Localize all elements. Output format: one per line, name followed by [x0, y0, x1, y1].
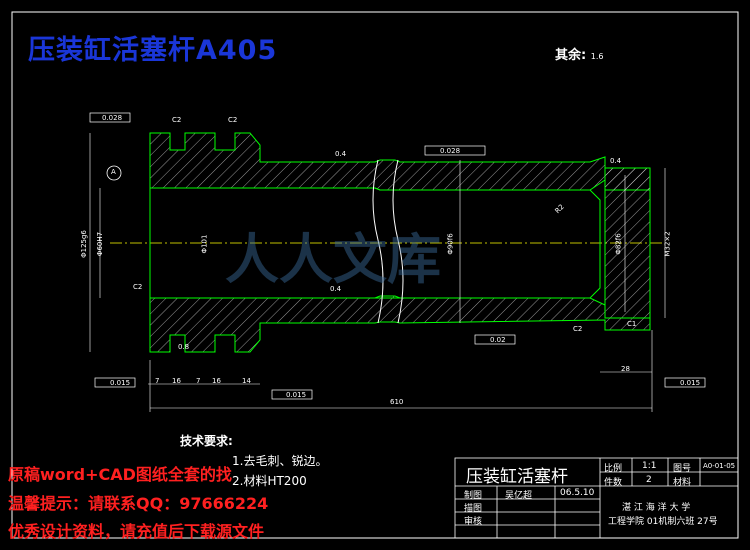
datum-a-symbol — [106, 165, 122, 181]
watermark-text: 人人文库 — [225, 228, 441, 291]
tb-part-name: 压装缸活塞杆 — [466, 467, 568, 487]
chamfer-c2-bottom: C2 — [573, 325, 583, 333]
title-block-grid — [454, 457, 739, 539]
tol-4: 0.02 — [490, 336, 506, 344]
tech-req-item1: 1.去毛刺、锐边。 — [232, 454, 328, 468]
rough-1: 0.4 — [335, 150, 347, 158]
drawing-title: 压装缸活塞杆A405 — [28, 35, 278, 66]
runout-top-left: 0.028 — [102, 114, 123, 122]
dia-left: Φ125g6 — [79, 230, 88, 258]
tol-3: 0.015 — [680, 379, 701, 387]
dia-inner: Φ60H7 — [96, 231, 105, 257]
part-section — [149, 132, 651, 353]
tb-qty-value: 2 — [646, 475, 652, 485]
runout-top-right: 0.028 — [440, 147, 461, 155]
tol-2: 0.015 — [286, 391, 307, 399]
tech-req-heading: 技术要求: — [180, 434, 233, 448]
dim-total-length: 610 — [390, 398, 404, 406]
chamfer-c2-top-mid: C2 — [228, 116, 238, 124]
tolerance-frames — [89, 112, 706, 400]
tb-school: 湛 江 海 洋 大 学 — [622, 503, 691, 513]
datum-a-label: A — [111, 168, 116, 176]
dim-16b: 16 — [212, 377, 221, 385]
tb-drawn-name: 吴亿超 — [505, 491, 533, 501]
tb-scale-value: 1:1 — [642, 461, 657, 471]
dia-end: Φ82f6 — [614, 233, 623, 255]
rough-2: 0.4 — [610, 157, 622, 165]
tol-1: 0.015 — [110, 379, 131, 387]
tb-qty-label: 件数 — [604, 478, 623, 488]
chamfer-c2-top-left: C2 — [172, 116, 182, 124]
chamfer-c1: C1 — [627, 320, 637, 328]
promo-line-3: 优秀设计资料，请充值后下载源文件 — [8, 522, 265, 541]
tb-drawn-label: 制图 — [464, 491, 483, 501]
promo-line-2: 温馨提示：请联系QQ：97666224 — [8, 494, 269, 513]
tb-drawing-no-value: A0-01-05 — [703, 462, 736, 470]
drawing-border — [11, 11, 739, 539]
dimension-lines — [89, 133, 666, 412]
dia-rod: Φ90f6 — [446, 233, 455, 255]
finish-value: 1.6 — [590, 52, 604, 61]
dim-16a: 16 — [172, 377, 181, 385]
tb-class: 工程学院 01机制六班 27号 — [608, 517, 718, 527]
dim-7: 7 — [155, 377, 160, 385]
chamfer-c2-inner: C2 — [133, 283, 143, 291]
dim-7b: 7 — [196, 377, 201, 385]
tb-trace-label: 描图 — [464, 504, 483, 514]
thread-spec: M32×2 — [663, 231, 672, 257]
promo-line-1: 原稿word+CAD图纸全套的找 — [8, 465, 232, 484]
surface-finish: 其余: 1.6 — [555, 44, 603, 63]
tb-material-label: 材料 — [673, 478, 692, 488]
dia-neck: Φ101 — [200, 234, 209, 254]
rough-4: 0.4 — [330, 285, 342, 293]
finish-label: 其余: — [555, 48, 587, 63]
tb-drawn-date: 06.5.10 — [560, 488, 595, 498]
dim-14: 14 — [242, 377, 251, 385]
tb-drawing-no-label: 图号 — [673, 464, 692, 474]
dim-28: 28 — [621, 365, 630, 373]
rough-3: 0.8 — [178, 343, 190, 351]
tech-req-item2: 2.材料HT200 — [232, 474, 307, 488]
tb-check-label: 审核 — [464, 517, 483, 527]
tb-scale-label: 比例 — [604, 464, 623, 474]
